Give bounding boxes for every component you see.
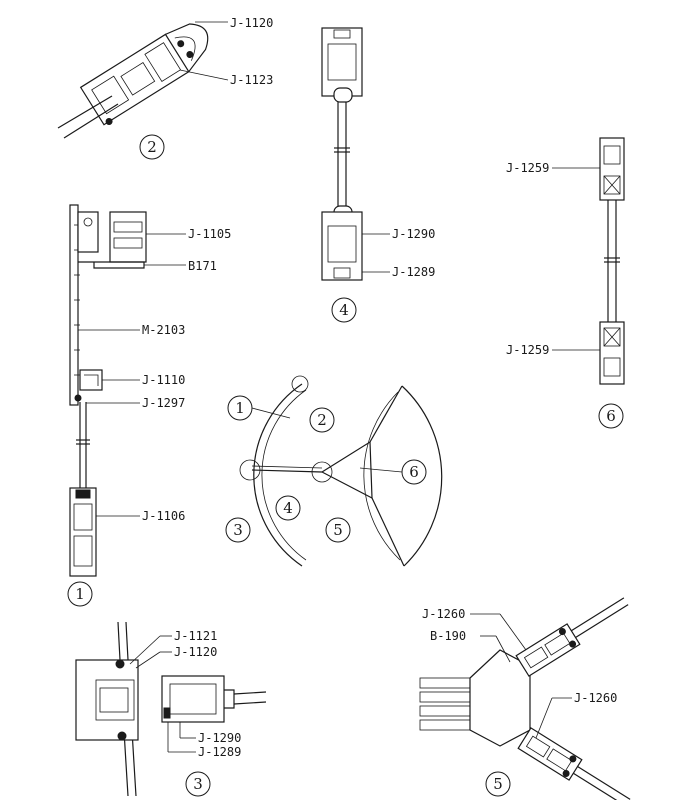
detail-5-upper-arm	[515, 597, 629, 677]
plan-marker-4: 4	[283, 499, 293, 517]
detail-2-glass	[57, 95, 113, 129]
detail-3-label-1: J-1121	[174, 629, 217, 643]
detail-4-number: 4	[339, 301, 349, 319]
detail-5: J-1260 B-190 J-1260 5	[419, 597, 631, 800]
detail-6-label-1: J-1259	[506, 161, 549, 175]
plan-marker-2: 2	[317, 411, 327, 429]
detail-5-number: 5	[493, 775, 503, 793]
plan-triangle	[320, 440, 373, 500]
detail-6: J-1259 J-1259 6	[506, 137, 625, 429]
detail-4: J-1290 J-1289 4	[321, 27, 435, 323]
detail-3-label-4: J-1289	[198, 745, 241, 759]
detail-3-label-2: J-1120	[174, 645, 217, 659]
detail-1-label-3: M-2103	[142, 323, 185, 337]
detail-1-number: 1	[75, 585, 85, 603]
detail-5-label-2: B-190	[430, 629, 466, 643]
detail-5-label-3: J-1260	[574, 691, 617, 705]
plan-left-arc	[253, 383, 303, 567]
detail-6-label-2: J-1259	[506, 343, 549, 357]
detail-2-label-1: J-1120	[230, 16, 273, 30]
detail-6-number: 6	[606, 407, 616, 425]
detail-2-number: 2	[147, 138, 157, 156]
detail-1-label-1: J-1105	[188, 227, 231, 241]
detail-2-label-2: J-1123	[230, 73, 273, 87]
detail-4-label-2: J-1289	[392, 265, 435, 279]
detail-1: J-1105 B171 M-2103 J-1110 J-1297 J-1106 …	[67, 204, 231, 607]
detail-2: J-1120 J-1123 2	[57, 16, 273, 160]
plan-mullion	[251, 469, 323, 473]
detail-4-label-1: J-1290	[392, 227, 435, 241]
detail-1-label-5: J-1297	[142, 396, 185, 410]
plan-marker-5: 5	[333, 521, 343, 539]
plan-marker-1: 1	[235, 399, 245, 417]
detail-1-label-6: J-1106	[142, 509, 185, 523]
detail-1-label-4: J-1110	[142, 373, 185, 387]
plan-right-arc	[401, 385, 443, 567]
detail-3-label-3: J-1290	[198, 731, 241, 745]
plan-marker-6: 6	[409, 463, 419, 481]
detail-2-profile	[79, 23, 209, 126]
detail-5-label-1: J-1260	[422, 607, 465, 621]
detail-1-label-2: B171	[188, 259, 217, 273]
detail-5-lower-arm	[517, 727, 631, 800]
detail-3-number: 3	[193, 775, 203, 793]
plan-marker-3: 3	[233, 521, 243, 539]
detail-3: J-1121 J-1120 J-1290 J-1289 3	[75, 621, 267, 797]
plan-view: 1 2 3 4 5 6	[225, 375, 443, 567]
